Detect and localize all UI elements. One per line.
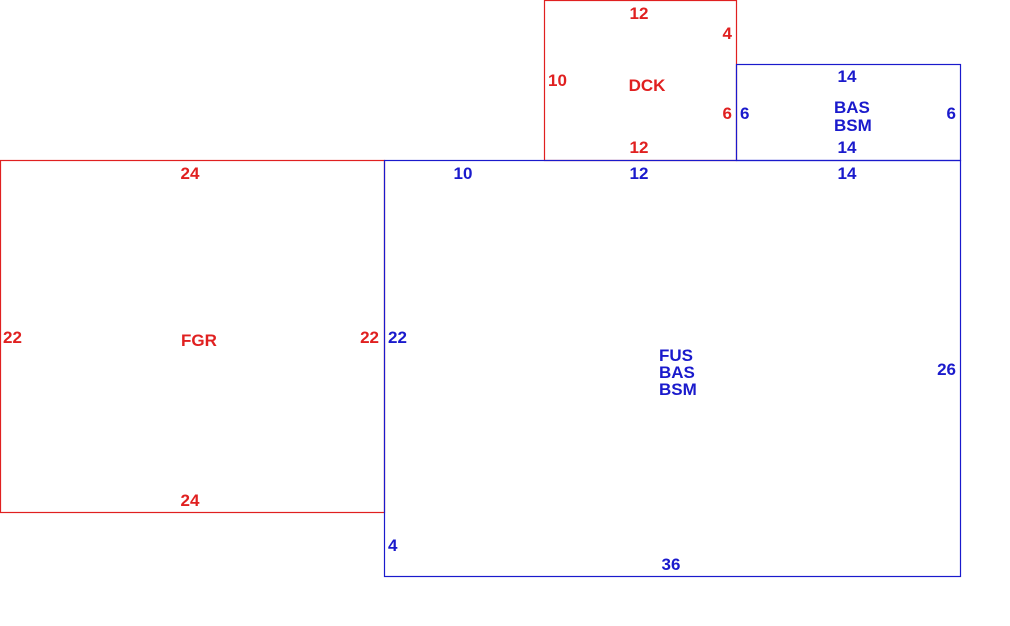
dim-fgr-left: 22: [3, 328, 22, 347]
dim-fus-top-c: 14: [838, 164, 857, 183]
dim-fus-top-b: 12: [630, 164, 649, 183]
dim-dck-right-upper: 4: [723, 24, 733, 43]
dim-fus-top-a: 10: [454, 164, 473, 183]
dim-bas-bottom: 14: [838, 138, 857, 157]
dim-fus-right: 26: [937, 360, 956, 379]
blue-outlines: [383, 63, 962, 578]
fus-bas-bsm-outline: [383, 159, 962, 578]
dim-fus-left-upper: 22: [388, 328, 407, 347]
area-label-bas-line1: BAS: [834, 98, 870, 117]
dim-dck-top: 12: [630, 4, 649, 23]
dim-dck-left: 10: [548, 71, 567, 90]
area-label-fus-line1: FUS: [659, 346, 693, 365]
dim-bas-top: 14: [838, 67, 857, 86]
area-label-dck: DCK: [629, 76, 667, 95]
dim-dck-bottom: 12: [630, 138, 649, 157]
dim-fgr-bottom: 24: [181, 491, 200, 510]
dim-fgr-top: 24: [181, 164, 200, 183]
dim-fus-bottom: 36: [662, 555, 681, 574]
area-label-fgr: FGR: [181, 331, 217, 350]
area-label-bas-line2: BSM: [834, 116, 872, 135]
red-outlines: [0, 0, 738, 514]
area-label-fus-line2: BAS: [659, 363, 695, 382]
dim-bas-left: 6: [740, 104, 749, 123]
dim-fus-left-lower: 4: [388, 536, 398, 555]
dim-dck-right-lower: 6: [723, 104, 732, 123]
dim-bas-right: 6: [947, 104, 956, 123]
area-label-fus-line3: BSM: [659, 380, 697, 399]
dim-fgr-right: 22: [360, 328, 379, 347]
